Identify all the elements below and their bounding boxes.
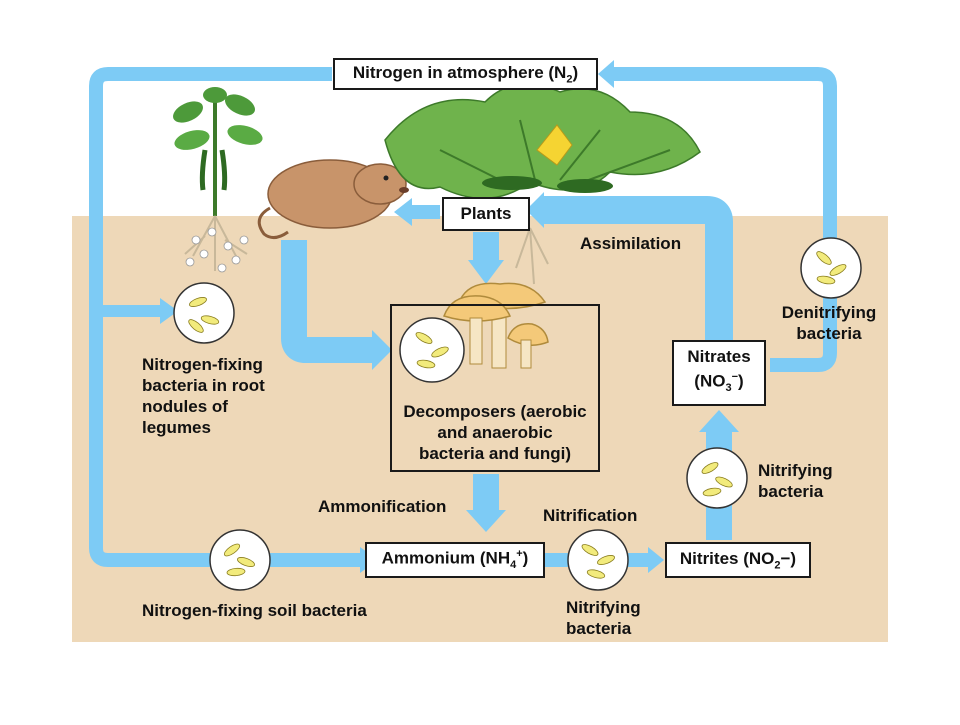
mushrooms-illustration [443,282,549,369]
animal-to-decomposer-arrow-path [281,240,372,363]
nitrites-box: Nitrites (NO2−) [665,542,811,578]
arrowhead-nitrites [648,547,664,573]
decomposers-line-3: bacteria and fungi) [418,444,572,463]
arrowhead-decomposer-top [468,260,504,284]
nitrogen-fixing-soil-label: Nitrogen-fixing soil bacteria [142,601,367,620]
ammonification-label: Ammonification [318,497,447,516]
decomposers-box: Decomposers (aerobic and anaerobic bacte… [390,304,600,472]
ammonium-box: Ammonium (NH4+) [365,542,545,578]
nitrifying-bacteria-bottom-label: Nitrifying bacteria [566,598,641,638]
nitrogen-fixing-root-label: Nitrogen-fixing bacteria in root nodules… [142,355,265,437]
nitrites-text: Nitrites (NO2−) [679,548,797,572]
arrowheads [160,60,739,573]
bacteria-root-circle [173,282,235,344]
bacteria-nitrifying-bottom-circle [567,529,629,591]
arrowhead-animal [394,198,412,226]
nitrates-line-1: Nitrates [687,347,751,367]
ammonium-text: Ammonium (NH4+) [381,548,529,572]
arrowhead-atmosphere [598,60,614,88]
arrowhead-root-bacteria [160,298,178,324]
nitrates-line-2: (NO3−) [694,371,744,395]
nitrification-label: Nitrification [543,506,638,525]
arrowhead-plants [526,192,544,228]
assimilation-label: Assimilation [580,234,682,253]
plants-box: Plants [442,197,530,231]
arrowhead-decomposer-left [372,330,392,370]
arrowhead-ammonium-top [466,510,506,532]
denitrification-arrow-path [612,67,837,372]
denitrifying-bacteria-label: Denitrifying bacteria [781,303,877,343]
decomposers-line-2: and anaerobic [437,423,553,442]
legume-plant-illustration [173,87,263,273]
bacteria-decomposer-circle [399,317,465,383]
nitrates-box: Nitrates (NO3−) [672,340,766,406]
bacteria-denitrifying-circle [800,237,862,299]
arrowhead-nitrates [699,410,739,432]
assimilation-arrow-path [540,196,733,343]
bacteria-soil-circle [209,529,271,591]
gopher-illustration [257,159,409,239]
nitrifying-bacteria-right-label: Nitrifying bacteria [758,461,833,501]
atmosphere-text: Nitrogen in atmosphere (N2) [352,62,579,86]
plants-label: Plants [460,204,512,223]
atmosphere-box: Nitrogen in atmosphere (N2) [333,58,598,90]
bacteria-nitrifying-right-circle [686,447,748,509]
decomposers-line-1: Decomposers (aerobic [403,402,587,421]
squash-plant-illustration [384,83,701,285]
